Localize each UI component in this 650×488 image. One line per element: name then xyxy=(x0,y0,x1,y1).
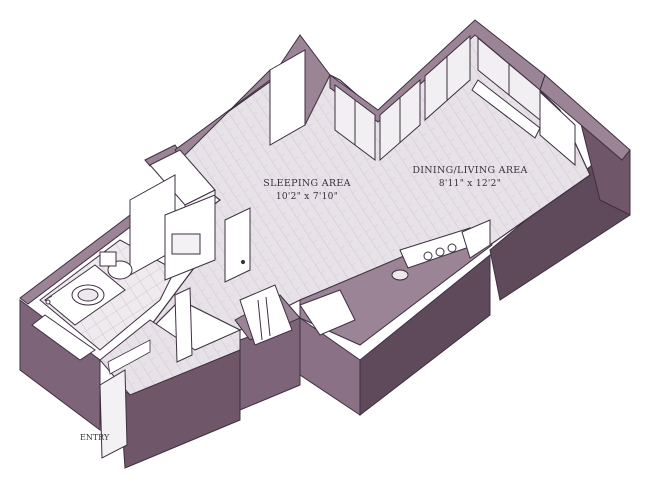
closet-door-icon xyxy=(224,207,251,283)
sleeping-area-dimensions: 10'2" x 7'10" xyxy=(276,192,338,202)
bathroom xyxy=(31,174,216,361)
living-area-name: DINING/LIVING AREA xyxy=(412,165,527,176)
living-area-dimensions: 8'11" x 12'2" xyxy=(439,179,501,189)
utility-closet xyxy=(239,284,293,346)
bathroom-door xyxy=(174,287,193,363)
window-bench xyxy=(471,79,541,139)
sleeping-back-wall xyxy=(269,49,306,146)
kitchen-counter xyxy=(299,289,356,336)
living-end-wall xyxy=(539,90,576,167)
entry-door xyxy=(99,369,128,459)
kitchen xyxy=(299,219,491,336)
kitchen-front-wall xyxy=(359,253,491,417)
room-labels: SLEEPING AREA 10'2" x 7'10" DINING/LIVIN… xyxy=(80,165,527,442)
entry-label: ENTRY xyxy=(80,433,110,442)
kitchen-sink-icon xyxy=(391,269,409,281)
sleeping-area-name: SLEEPING AREA xyxy=(263,178,350,189)
bathtub xyxy=(31,314,96,361)
stove-burner-icon xyxy=(423,251,433,261)
hallway-floor xyxy=(99,319,241,396)
refrigerator xyxy=(461,219,491,259)
windows xyxy=(334,34,541,162)
